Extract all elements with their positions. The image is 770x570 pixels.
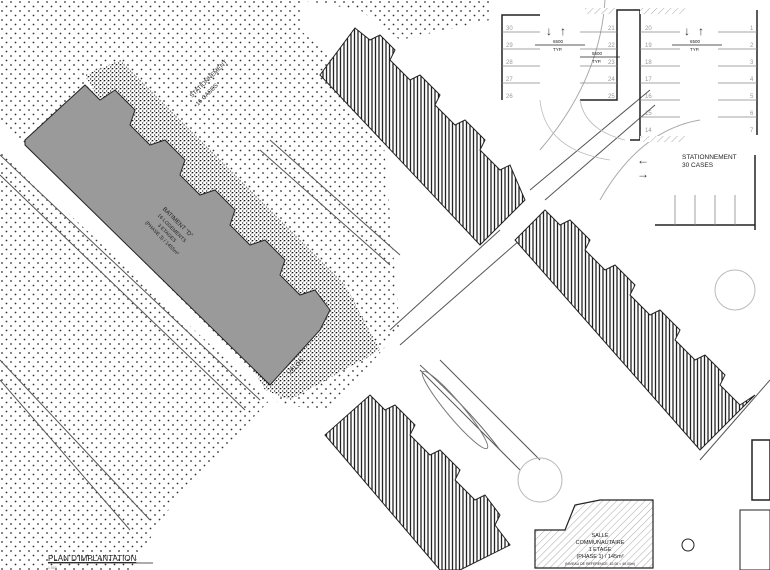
stall-number: 1 <box>750 26 754 32</box>
site-lines <box>0 0 770 531</box>
drawing-title: PLAN D'IMPLANTATION <box>48 554 137 563</box>
stall-number: 5 <box>750 94 754 100</box>
dimension-value: 5500 <box>592 51 603 56</box>
arrow-down-icon: ↓ <box>684 24 690 38</box>
dimension-note: TYP. <box>690 47 699 52</box>
stall-number: 17 <box>645 77 652 83</box>
hall-type: COMMUNAUTAIRE <box>576 540 625 546</box>
stall-number: 3 <box>750 60 754 66</box>
stall-number: 14 <box>645 128 652 134</box>
traffic-arrows: ↓ ↑ ↓ ↑ ← → <box>546 24 704 181</box>
stall-number: 26 <box>506 94 513 100</box>
parking-dimensions: 6500 TYP. 6500 TYP. 5500 TYP. <box>535 39 722 64</box>
stall-number: 28 <box>506 60 513 66</box>
community-hall-footprint <box>534 499 654 569</box>
stall-number: 15 <box>645 111 652 117</box>
stall-number: 27 <box>506 77 513 83</box>
dimension-value: 6500 <box>553 39 564 44</box>
arrow-right-icon: → <box>637 167 649 181</box>
stall-number: 24 <box>608 77 615 83</box>
stall-number: 22 <box>608 43 615 49</box>
stall-number: 4 <box>750 77 754 83</box>
building-north-hatched <box>319 27 526 246</box>
arrow-up-icon: ↑ <box>560 24 566 38</box>
parking-east-count: 30 CASES <box>682 162 714 169</box>
stall-number: 2 <box>750 43 754 49</box>
landscape-zone-nw-light <box>0 0 80 130</box>
arrow-up-icon: ↑ <box>698 24 704 38</box>
stall-number: 7 <box>750 128 754 134</box>
drawing-scale: 1:500 <box>48 566 57 570</box>
building-d-footprint <box>24 84 331 386</box>
east-edge-structures <box>681 439 770 570</box>
stall-number: 16 <box>645 94 652 100</box>
arrow-down-icon: ↓ <box>546 24 552 38</box>
stall-number: 20 <box>645 26 652 32</box>
landscape-zone-southwest <box>0 150 270 570</box>
building-south-hatched <box>324 394 511 570</box>
landscape-zone-north <box>300 0 490 40</box>
dimension-note: TYP. <box>592 59 601 64</box>
stall-number: 6 <box>750 111 754 117</box>
community-hall-label: SALLE COMMUNAUTAIRE 1 ETAGE (PHASE 1) / … <box>565 533 635 566</box>
stall-number: 18 <box>645 60 652 66</box>
parking-east-label: STATIONNEMENT <box>682 154 737 161</box>
dimension-note: TYP. <box>553 47 562 52</box>
building-east-hatched <box>514 209 756 451</box>
stall-number: 29 <box>506 43 513 49</box>
arrow-left-icon: ← <box>637 153 649 167</box>
hall-name: SALLE <box>591 533 608 539</box>
hall-floors: 1 ETAGE <box>589 547 612 553</box>
parking-lot-east <box>501 8 758 230</box>
stall-number: 23 <box>608 60 615 66</box>
stall-number: 19 <box>645 43 652 49</box>
hall-reference: (NIVEAU DE REFERENCE: 10.00 = 40.00m) <box>565 562 635 566</box>
stall-number: 30 <box>506 26 513 32</box>
hall-phase: (PHASE 1) / 145m² <box>576 554 623 560</box>
dimension-value: 6500 <box>690 39 701 44</box>
stall-number: 25 <box>608 94 615 100</box>
parking-stall-numbers: 30 29 28 27 26 21 22 23 24 25 20 19 18 1… <box>506 26 754 134</box>
stall-number: 21 <box>608 26 615 32</box>
